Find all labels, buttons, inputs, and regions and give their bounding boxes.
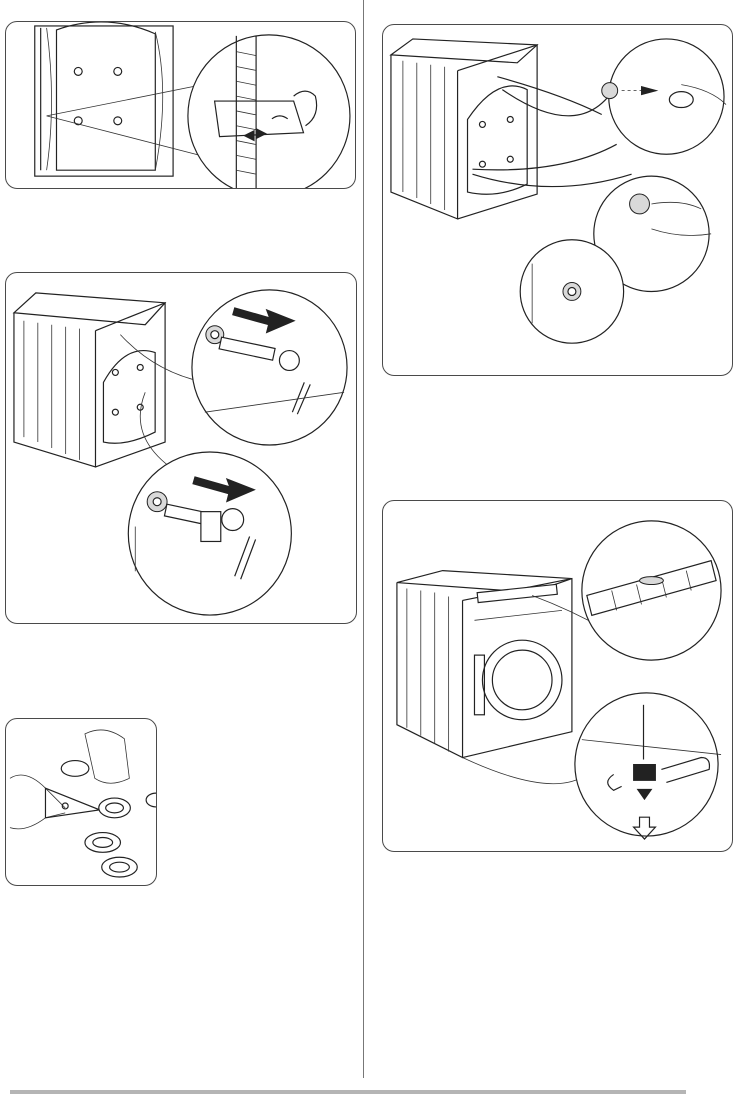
levelling-icon: [383, 501, 732, 851]
hose-release-icon: [6, 22, 355, 188]
figure-transit-bolts: [5, 272, 357, 624]
transit-bolt-icon: [6, 273, 356, 623]
footer-bar: [10, 1090, 686, 1094]
figure-levelling: [382, 500, 733, 852]
pliers-cut-icon: [6, 719, 156, 885]
figure-cap-cutting: [5, 718, 157, 886]
plug-insert-icon: [383, 25, 732, 375]
figure-hose-clip: [5, 21, 356, 189]
figure-hole-plugs: [382, 24, 733, 376]
column-divider: [363, 0, 364, 1078]
